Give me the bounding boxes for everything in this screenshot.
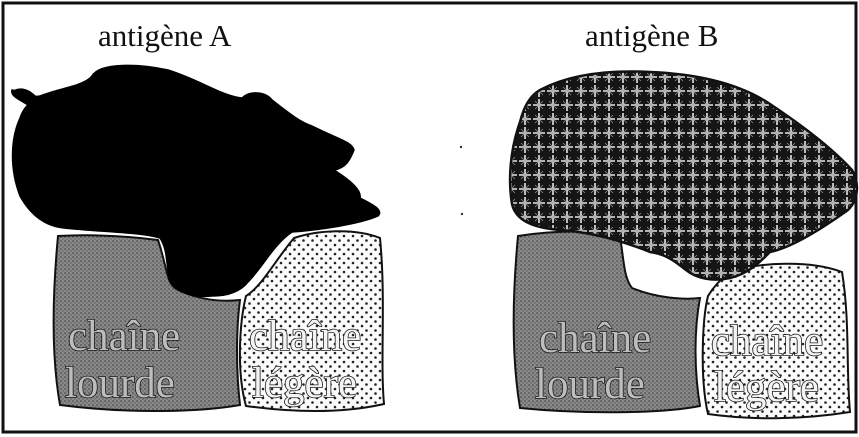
speck [460,146,462,148]
speck [461,213,463,215]
antigen-b-title: antigène B [585,18,718,53]
light-chain-a-label-2: légère [252,360,357,407]
light-chain-b-label-2: légère [714,364,819,411]
heavy-chain-b-label-1: chaîne [539,315,651,362]
heavy-chain-b-label-2: lourde [535,361,645,408]
light-chain-b-label-1: chaîne [711,318,823,365]
heavy-chain-a-label-1: chaîne [68,313,180,360]
heavy-chain-a-label-2: lourde [65,360,175,407]
antigen-a-title: antigène A [98,18,232,53]
light-chain-a-label-1: chaîne [249,313,361,360]
